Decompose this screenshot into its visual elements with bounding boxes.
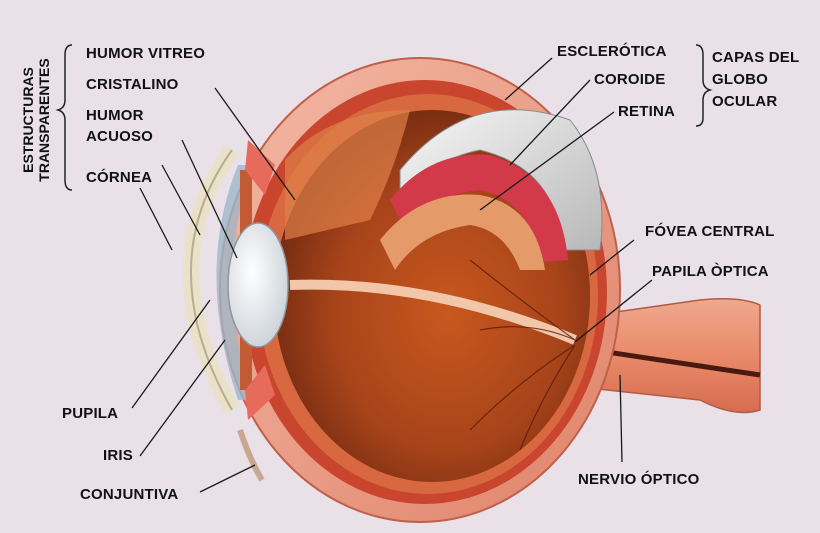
label-capas-3: OCULAR (712, 92, 777, 111)
label-fovea-central: FÓVEA CENTRAL (645, 222, 775, 241)
lens-shape (228, 223, 288, 347)
label-coroide: COROIDE (594, 70, 665, 89)
label-humor-vitreo: HUMOR VITREO (86, 44, 205, 63)
label-esclerotica: ESCLERÓTICA (557, 42, 667, 61)
label-retina: RETINA (618, 102, 675, 121)
label-iris: IRIS (103, 446, 133, 465)
estructuras-line-2: TRANSPARENTES (36, 45, 52, 195)
label-papila-optica: PAPILA ÒPTICA (652, 262, 769, 281)
estructuras-line-1: ESTRUCTURAS (20, 45, 36, 195)
label-capas-1: CAPAS DEL (712, 48, 799, 67)
left-bracket (58, 45, 72, 190)
label-conjuntiva: CONJUNTIVA (80, 485, 178, 504)
label-humor-acuoso-2: ACUOSO (86, 127, 153, 146)
label-nervio-optico: NERVIO ÓPTICO (578, 470, 700, 489)
estructuras-transparentes-label: ESTRUCTURAS TRANSPARENTES (20, 45, 52, 195)
label-capas-2: GLOBO (712, 70, 768, 89)
label-cristalino: CRISTALINO (86, 75, 179, 94)
right-bracket (696, 45, 710, 126)
conjunctiva-shape (240, 430, 262, 480)
label-humor-acuoso-1: HUMOR (86, 106, 144, 125)
label-cornea: CÓRNEA (86, 168, 152, 187)
label-pupila: PUPILA (62, 404, 118, 423)
